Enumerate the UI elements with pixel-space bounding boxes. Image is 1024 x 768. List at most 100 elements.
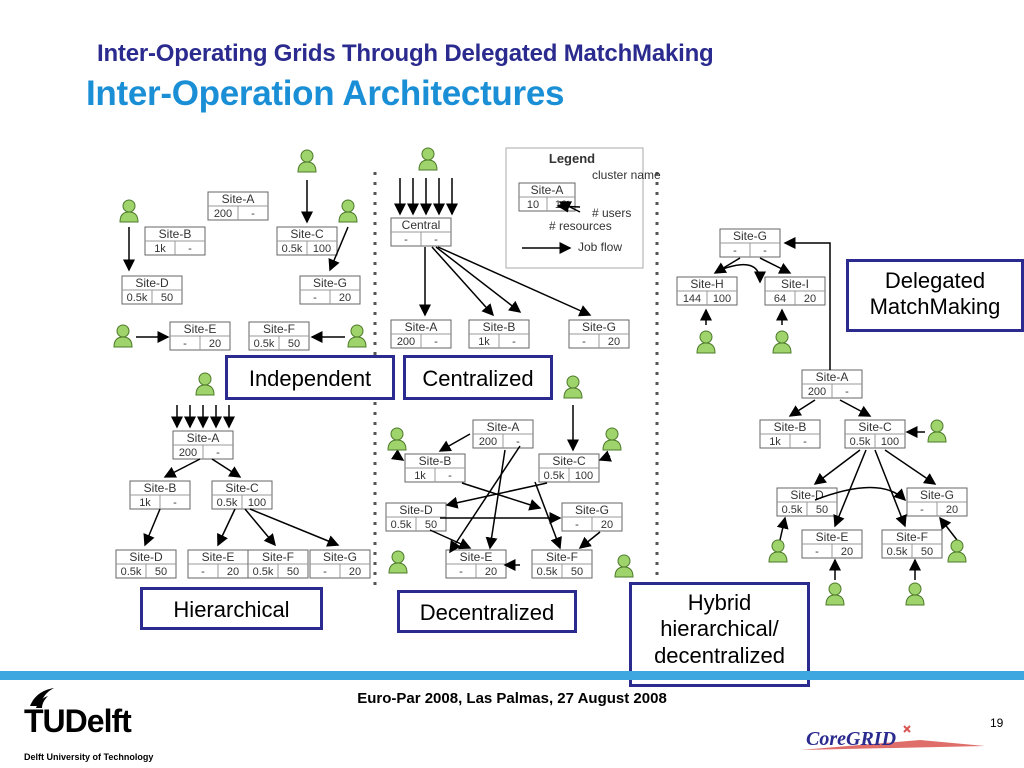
decentralized-site: Site-E-20 <box>445 549 507 579</box>
site-name: Site-A <box>222 192 255 206</box>
site-name: Site-F <box>896 530 928 544</box>
hierarchical-site: Site-B1k- <box>129 480 191 510</box>
job-flow-arrow <box>939 516 958 541</box>
site-name: Site-D <box>129 550 163 564</box>
site-resources: 200 <box>397 336 415 348</box>
site-name: Site-B <box>483 320 516 334</box>
job-flow-arrow <box>211 458 242 478</box>
job-flow-arrow <box>558 201 581 213</box>
site-users: 50 <box>921 546 933 558</box>
job-flow-arrow <box>788 399 816 417</box>
hierarchical-site: Site-G-20 <box>309 549 371 579</box>
job-flow-arrow <box>143 508 161 547</box>
user-icon <box>347 324 367 348</box>
site-name: Site-G <box>733 229 767 243</box>
site-users: - <box>448 470 452 482</box>
page-number: 19 <box>990 716 1004 730</box>
user-icon <box>113 324 133 348</box>
site-resources: - <box>575 519 579 531</box>
job-flow-arrow <box>429 529 472 550</box>
site-resources: - <box>323 566 327 578</box>
label-hierarchical: Hierarchical <box>140 587 323 630</box>
site-name: Site-A <box>531 183 564 197</box>
centralized-site: Site-G-20 <box>568 319 630 349</box>
job-flow-arrow <box>776 516 789 541</box>
site-users: 100 <box>248 497 266 509</box>
tudelft-logo-text: TUDelft <box>24 703 132 739</box>
site-resources: 0.5k <box>282 243 303 255</box>
site-users: 50 <box>161 292 173 304</box>
user-icon <box>927 419 947 443</box>
centralized-site: Site-B1k- <box>468 319 530 349</box>
independent-site: Site-E-20 <box>169 321 231 351</box>
user-icon <box>905 582 925 606</box>
job-flow-arrow <box>884 449 937 485</box>
site-resources: 200 <box>214 208 232 220</box>
site-resources: 0.5k <box>544 470 565 482</box>
site-resources: - <box>404 234 408 246</box>
hybrid-site: Site-G-20 <box>906 487 968 517</box>
site-name: Site-B <box>144 481 177 495</box>
footer-bar <box>0 671 1024 680</box>
site-name: Site-G <box>582 320 616 334</box>
site-resources: 10 <box>527 199 539 211</box>
job-flow-arrow <box>461 482 542 511</box>
user-icon <box>388 550 408 574</box>
site-name: Site-G <box>323 550 357 564</box>
site-name: Site-A <box>187 431 220 445</box>
site-resources: - <box>733 245 737 257</box>
user-icon <box>602 427 622 451</box>
job-flow-arrow <box>713 257 741 274</box>
site-name: Site-D <box>135 276 169 290</box>
site-users: 100 <box>881 436 899 448</box>
university-name: Delft University of Technology <box>24 752 154 762</box>
site-resources: 1k <box>154 243 166 255</box>
site-users: 50 <box>155 566 167 578</box>
site-resources: 0.5k <box>782 504 803 516</box>
site-users: 50 <box>425 519 437 531</box>
site-users: - <box>845 386 849 398</box>
site-users: 20 <box>608 336 620 348</box>
site-resources: 1k <box>139 497 151 509</box>
job-flow-arrow <box>437 246 592 317</box>
label-decentralized: Decentralized <box>397 590 577 633</box>
site-users: 20 <box>601 519 613 531</box>
slide-title: Inter-Operating Grids Through Delegated … <box>97 40 714 67</box>
user-icon <box>387 427 407 451</box>
site-resources: 0.5k <box>537 566 558 578</box>
job-flow-arrow <box>445 482 548 509</box>
independent-site: Site-B1k- <box>144 226 206 256</box>
job-flow-arrow <box>598 450 612 462</box>
site-resources: 0.5k <box>887 546 908 558</box>
peer-arrow <box>719 263 766 284</box>
user-icon <box>947 539 967 563</box>
site-resources: 0.5k <box>253 566 274 578</box>
site-users: 100 <box>575 470 593 482</box>
job-flow-arrow <box>833 449 867 528</box>
label-hybrid: Hybrid hierarchical/ decentralized <box>629 582 810 687</box>
job-flow-arrow <box>438 433 471 452</box>
centralized-site: Central-- <box>390 217 452 247</box>
site-users: - <box>216 447 220 459</box>
site-resources: - <box>459 566 463 578</box>
site-resources: 64 <box>774 293 786 305</box>
site-name: Site-H <box>690 277 723 291</box>
site-users: 100 <box>713 293 731 305</box>
site-resources: 1k <box>414 470 426 482</box>
site-users: - <box>803 436 807 448</box>
site-resources: - <box>815 546 819 558</box>
site-resources: - <box>183 338 187 350</box>
job-flow-arrow <box>449 445 521 554</box>
user-icon <box>825 582 845 606</box>
site-users: 20 <box>227 566 239 578</box>
site-resources: 0.5k <box>850 436 871 448</box>
site-users: 100 <box>313 243 331 255</box>
user-icon <box>297 149 317 173</box>
site-name: Site-B <box>419 454 452 468</box>
delegated-line2: MatchMaking <box>869 294 1001 320</box>
job-flow-arrow <box>534 481 562 550</box>
